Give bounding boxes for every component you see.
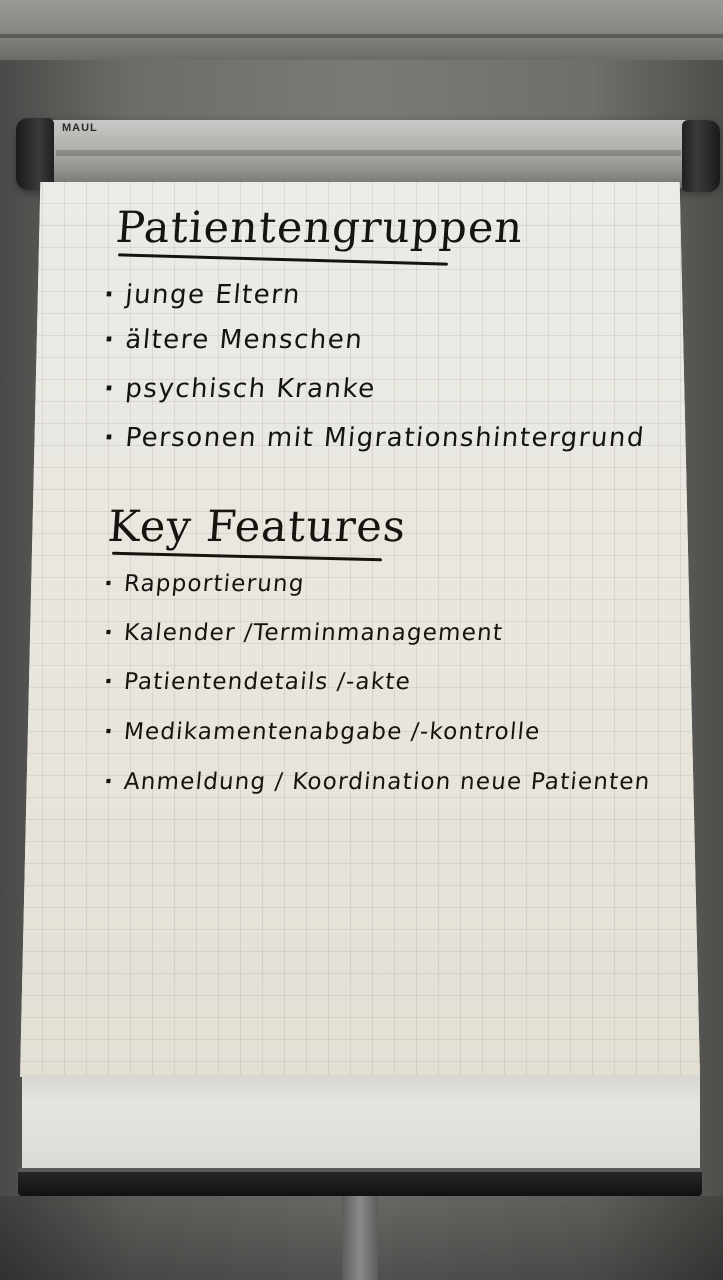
list-item: junge Eltern	[103, 280, 302, 310]
list-item: Patientendetails /-akte	[103, 669, 412, 695]
list-item: Rapportierung	[103, 571, 306, 597]
paper-stack-edge	[22, 1075, 700, 1172]
list-item: Medikamentenabgabe /-kontrolle	[103, 719, 542, 745]
brand-logo: MAUL	[62, 122, 98, 134]
flipchart-top-clamp	[18, 120, 718, 188]
list-item: ältere Menschen	[103, 325, 365, 355]
clamp-groove	[56, 150, 681, 156]
heading-key-features: Key Features	[106, 502, 408, 552]
flipchart-tray	[18, 1168, 702, 1196]
wall-rail	[0, 34, 723, 38]
heading-patientengruppen: Patientengruppen	[114, 203, 525, 253]
list-item: Anmeldung / Koordination neue Patienten	[103, 769, 652, 795]
list-item: Personen mit Migrationshintergrund	[103, 423, 646, 453]
wall-background	[0, 0, 723, 60]
tray-highlight	[18, 1168, 702, 1172]
stand-pole	[342, 1196, 378, 1280]
clamp-end-cap-right	[682, 120, 720, 192]
list-item: Kalender /Terminmanagement	[103, 620, 504, 646]
list-item: psychisch Kranke	[103, 374, 377, 404]
clamp-end-cap-left	[16, 118, 54, 190]
